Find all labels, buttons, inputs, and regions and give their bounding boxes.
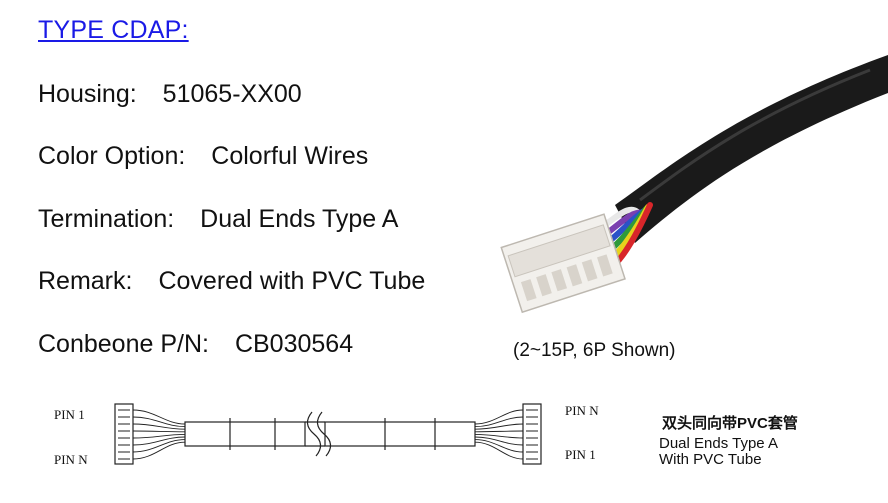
spec-label: Termination: — [38, 205, 175, 233]
spec-housing: Housing: 51065-XX00 — [38, 80, 302, 109]
tube-sleeve-marks — [229, 418, 436, 450]
fan-wire — [474, 433, 524, 439]
spec-value: Covered with PVC Tube — [158, 267, 426, 295]
fan-wire — [474, 441, 524, 460]
right-pins — [526, 409, 538, 460]
housing-slot — [581, 259, 598, 282]
fan-wire — [132, 433, 186, 439]
pvc-tube — [615, 55, 888, 243]
spec-value: 51065-XX00 — [162, 80, 302, 108]
connector-housing — [500, 213, 626, 314]
tube-highlight — [639, 68, 871, 202]
break-symbol — [306, 411, 322, 457]
housing-slot — [566, 264, 583, 287]
cable-diagram — [114, 403, 542, 465]
housing-slot — [536, 274, 552, 297]
fan-wire — [474, 430, 524, 433]
fan-wire — [474, 436, 524, 446]
diagram-left-top-label: PIN 1 — [54, 407, 85, 422]
spec-termination: Termination: Dual Ends Type A — [38, 205, 398, 234]
cable-photo — [500, 55, 888, 314]
spec-color-option: Color Option: Colorful Wires — [38, 142, 368, 171]
diagram-right-top-label: PIN N — [565, 403, 599, 418]
spec-label: Remark: — [38, 267, 133, 295]
diagram-left-bottom-label: PIN N — [54, 452, 88, 467]
housing-slot — [520, 279, 537, 302]
fan-wire — [132, 423, 186, 430]
tube-right-section — [324, 421, 476, 447]
housing-slot — [597, 254, 613, 277]
spec-label: Conbeone P/N: — [38, 330, 209, 358]
fan-wire — [132, 441, 186, 460]
right-connector — [522, 403, 542, 465]
left-connector — [114, 403, 134, 465]
right-fanout — [474, 409, 524, 460]
fan-wire — [474, 409, 524, 425]
housing-latch — [507, 224, 611, 278]
fan-wire — [132, 416, 186, 428]
spec-part-number: Conbeone P/N: CB030564 — [38, 330, 353, 359]
fan-wire — [132, 409, 186, 425]
fan-wire — [132, 430, 186, 433]
spec-remark: Remark: Covered with PVC Tube — [38, 267, 425, 296]
tube-middle — [305, 421, 325, 447]
break-symbol — [316, 411, 332, 457]
spec-value: CB030564 — [234, 330, 354, 358]
fan-wire — [132, 436, 186, 446]
tube-left-section — [184, 421, 306, 447]
left-pins — [118, 409, 130, 460]
left-fanout — [132, 409, 186, 460]
fan-wire — [474, 423, 524, 430]
fan-wire — [132, 439, 186, 453]
diagram-caption-en-2: With PVC Tube — [659, 451, 762, 468]
spec-label: Color Option: — [38, 142, 186, 170]
type-title: TYPE CDAP: — [38, 16, 189, 44]
fan-wire — [474, 439, 524, 453]
spec-value: Colorful Wires — [211, 142, 369, 170]
spec-label: Housing: — [38, 80, 137, 108]
fan-wire — [474, 416, 524, 428]
housing-slot — [551, 269, 568, 292]
spec-value: Dual Ends Type A — [200, 205, 399, 233]
diagram-caption-cn: 双头同向带PVC套管 — [662, 415, 798, 432]
photo-caption: (2~15P, 6P Shown) — [513, 340, 676, 361]
diagram-right-bottom-label: PIN 1 — [565, 447, 596, 462]
diagram-caption-en-1: Dual Ends Type A — [659, 435, 778, 452]
